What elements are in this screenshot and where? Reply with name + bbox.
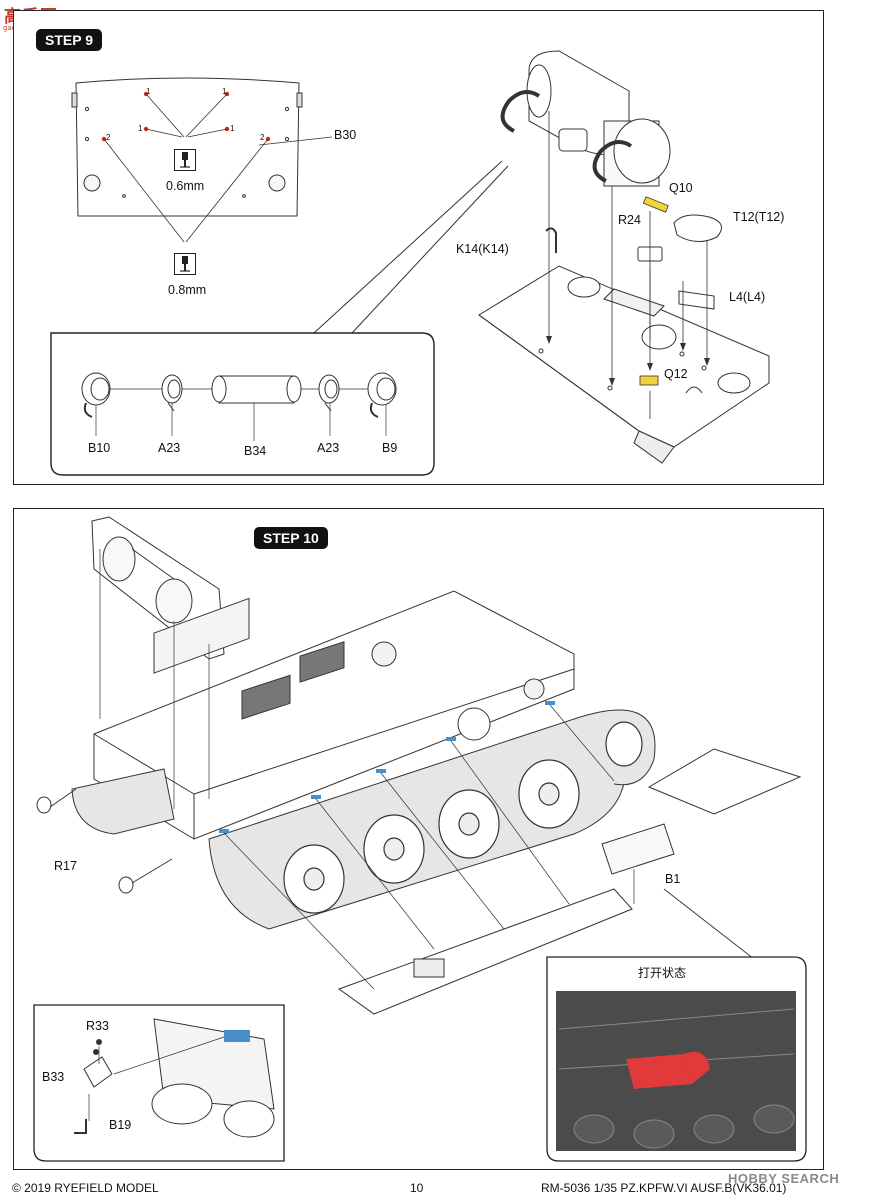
drill-size-08: 0.8mm	[168, 283, 207, 297]
exhaust-assembly	[500, 50, 671, 187]
hole-label-1c: 1	[138, 124, 143, 133]
drill-bit-icon	[174, 253, 196, 275]
part-label-b19: B19	[109, 1118, 132, 1132]
watermark-hobby-search: HOBBY SEARCH	[728, 1171, 840, 1186]
open-hatch	[626, 1054, 692, 1089]
b1-plate	[337, 748, 802, 1015]
hole-label-1b: 1	[222, 87, 227, 96]
open-state-label: 打开状态	[638, 966, 687, 980]
part-label-b10: B10	[88, 441, 111, 455]
part-label-r33: R33	[86, 1019, 109, 1033]
drill-bit-icon	[174, 149, 196, 171]
part-label-a23-right: A23	[317, 441, 340, 455]
q10-part	[642, 196, 669, 213]
step10-badge: STEP 10	[254, 527, 328, 549]
b30-plate	[71, 77, 303, 217]
hole-label-1d: 1	[230, 124, 235, 133]
step9-badge: STEP 9	[36, 29, 102, 51]
part-label-b34: B34	[244, 444, 267, 458]
part-label-q12: Q12	[664, 367, 688, 381]
callout-parts	[81, 372, 397, 418]
footer-kit-info: RM-5036 1/35 PZ.KPFW.VI AUSF.B(VK36.01)	[541, 1181, 787, 1195]
part-label-t12: T12(T12)	[733, 210, 785, 224]
part-label-b33: B33	[42, 1070, 65, 1084]
t12-part	[673, 214, 722, 242]
footer-page-number: 10	[410, 1181, 424, 1195]
step9-panel: STEP 9	[13, 10, 824, 485]
detail-b33-art	[74, 1018, 275, 1138]
l4-part	[678, 290, 715, 310]
blue-markers	[219, 701, 555, 833]
step9-callout-box	[50, 332, 435, 476]
part-label-q10: Q10	[669, 181, 693, 195]
hole-label-1a: 1	[146, 87, 151, 96]
q12-part	[639, 375, 659, 386]
r17-parts	[36, 788, 173, 894]
hole-label-2b: 2	[260, 133, 265, 142]
hull-body	[93, 590, 575, 840]
part-label-b9: B9	[382, 441, 398, 455]
part-label-r24: R24	[618, 213, 641, 227]
k14-part	[545, 227, 557, 253]
road-wheels	[283, 721, 643, 914]
part-label-b30: B30	[334, 128, 357, 142]
step9-illustration	[50, 50, 770, 476]
footer-copyright: © 2019 RYEFIELD MODEL	[12, 1181, 159, 1195]
part-label-a23-left: A23	[158, 441, 181, 455]
step10-illustration	[33, 516, 807, 1162]
part-label-b1: B1	[665, 872, 681, 886]
part-label-r17: R17	[54, 859, 77, 873]
hole-label-2a: 2	[106, 133, 111, 142]
part-label-k14: K14(K14)	[456, 242, 509, 256]
step10-panel: STEP 10	[13, 508, 824, 1170]
part-label-l4: L4(L4)	[729, 290, 766, 304]
hull-deck	[478, 265, 770, 464]
drill-size-06: 0.6mm	[166, 179, 205, 193]
